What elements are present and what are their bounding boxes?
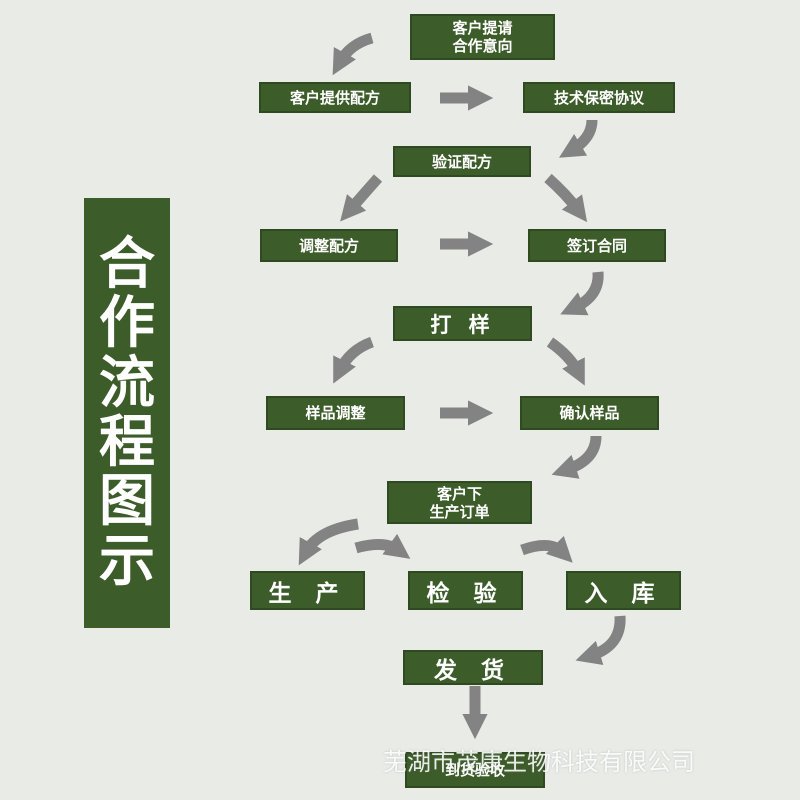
company-watermark: 芜湖市茂康生物科技有限公司 <box>383 748 695 776</box>
step-provide-formula: 客户提供配方 <box>259 82 411 113</box>
side-title-char: 图 <box>99 469 155 535</box>
side-title-bar: 合 作 流 程 图 示 <box>84 198 170 628</box>
side-title-char: 示 <box>99 528 155 594</box>
step-inquiry: 客户提请 合作意向 <box>410 14 555 60</box>
arrow-confirm-to-order <box>551 435 602 479</box>
step-sample: 打 样 <box>393 306 532 341</box>
step-receive: 到货验收 <box>405 752 545 788</box>
arrow-produce-to-inspect <box>354 533 411 559</box>
step-adjust-formula: 调整配方 <box>260 229 398 262</box>
arrow-verify-to-adjust <box>340 174 383 222</box>
step-confirm-sample: 确认样品 <box>520 396 659 430</box>
step-order: 客户下 生产订单 <box>387 481 532 524</box>
step-verify-formula: 验证配方 <box>393 146 531 177</box>
arrow-verify-to-contract <box>544 173 588 223</box>
arrow-warehouse-to-ship <box>575 615 626 666</box>
step-sign-contract: 签订合同 <box>528 229 666 262</box>
side-title-char: 程 <box>99 410 155 475</box>
arrow-nda-to-verify <box>558 119 598 158</box>
arrow-sample-to-adjust <box>333 336 375 384</box>
side-title-char: 流 <box>99 350 155 416</box>
step-nda: 技术保密协议 <box>523 82 675 113</box>
arrow-contract-to-sample <box>560 271 604 316</box>
arrow-inspect-to-warehouse <box>520 535 573 563</box>
step-warehouse: 入 库 <box>566 571 681 610</box>
side-title-char: 合 <box>99 231 155 297</box>
arrow-order-to-produce <box>298 518 359 566</box>
arrow-inquiry-to-provide <box>332 32 374 76</box>
step-adjust-sample: 样品调整 <box>266 396 405 430</box>
side-title-char: 作 <box>99 291 155 357</box>
step-ship: 发 货 <box>403 650 543 685</box>
step-inspect: 检 验 <box>408 571 523 610</box>
arrow-sample-to-confirm <box>546 337 585 386</box>
step-produce: 生 产 <box>250 571 365 610</box>
